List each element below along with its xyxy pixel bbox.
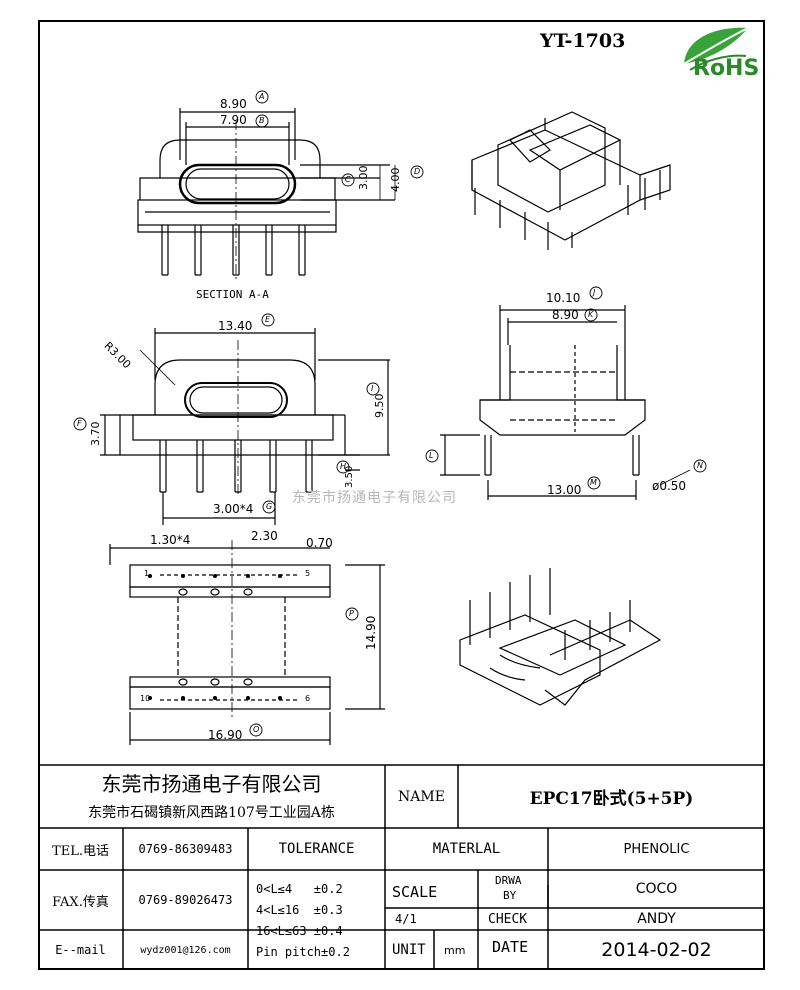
callout-i: I <box>371 384 374 393</box>
company-name: 东莞市扬通电子有限公司 <box>101 771 322 796</box>
email-label: E--mail <box>55 943 106 957</box>
check-value: ANDY <box>637 911 676 927</box>
tel-label: TEL.电话 <box>52 843 109 859</box>
unit-value: mm <box>444 944 466 957</box>
dim-3-00x4: 3.00*4 <box>213 502 254 516</box>
scale-value: 4/1 <box>395 912 417 926</box>
rohs-leaf-icon <box>683 27 749 71</box>
title-block-lines <box>38 764 765 970</box>
callout-g: G <box>266 502 273 511</box>
callout-c: C <box>345 175 351 184</box>
pin-label-6: 6 <box>305 694 311 703</box>
drawn-label-1: DRWA <box>495 874 522 887</box>
name-label: NAME <box>398 788 445 805</box>
part-number: YT-1703 <box>540 30 626 52</box>
dim-9-50: 9.50 <box>373 393 386 419</box>
callout-e: E <box>265 315 271 324</box>
tel-value: 0769-86309483 <box>138 842 233 856</box>
callout-p: P <box>349 609 354 618</box>
material-label: MATERLAL <box>432 841 501 857</box>
dim-8-90b: 8.90 <box>552 308 579 322</box>
bottom-view <box>109 540 385 745</box>
name-value: EPC17卧式(5+5P) <box>529 789 694 809</box>
iso-view-top <box>471 111 671 250</box>
dim-4-00: 4.00 <box>389 167 402 193</box>
dim-0-70: 0.70 <box>306 536 333 550</box>
dim-13-40: 13.40 <box>218 319 253 333</box>
material-value: PHENOLIC <box>623 841 690 857</box>
drawn-label-2: BY <box>503 889 517 902</box>
callout-n: N <box>697 461 703 470</box>
check-label: CHECK <box>488 912 528 927</box>
dim-0-50: ø0.50 <box>652 479 687 493</box>
section-label: SECTION A-A <box>196 288 269 301</box>
callout-l: L <box>429 451 434 460</box>
company-address: 东莞市石碣镇新风西路107号工业园A栋 <box>88 805 335 821</box>
dim-3-00: 3.00 <box>357 165 370 191</box>
iso-view-bottom <box>459 568 662 706</box>
callout-h: H <box>340 462 347 471</box>
dim-7-90: 7.90 <box>220 113 247 127</box>
drawn-value: COCO <box>635 881 678 897</box>
dim-2-30: 2.30 <box>251 529 278 543</box>
dim-8-90: 8.90 <box>220 97 247 111</box>
fax-value: 0769-89026473 <box>138 893 233 907</box>
dim-16-90: 16.90 <box>208 728 243 742</box>
callout-m: M <box>590 478 597 487</box>
callout-d: D <box>414 167 421 176</box>
pin-label-5: 5 <box>305 569 311 578</box>
front-view <box>100 328 390 525</box>
pin-label-1: 1 <box>144 569 150 578</box>
callout-a: A <box>259 92 265 101</box>
dim-10-10: 10.10 <box>546 291 581 305</box>
callout-b: B <box>259 116 265 125</box>
date-value: 2014-02-02 <box>601 939 712 961</box>
section-a-a-view <box>137 108 396 280</box>
pin-label-10: 10 <box>140 694 151 703</box>
drawing-frame <box>38 20 765 970</box>
rohs-label: RoHS <box>693 56 760 81</box>
tolerance-line-1: 0<L≤4 ±0.2 <box>256 882 343 896</box>
fax-label: FAX.传真 <box>52 894 109 910</box>
watermark: 东莞市扬通电子有限公司 <box>292 490 457 506</box>
tolerance-label: TOLERANCE <box>278 841 355 857</box>
dim-3-70: 3.70 <box>89 421 102 447</box>
dim-14-90: 14.90 <box>364 615 378 650</box>
email-value: wydz001@126.com <box>140 944 231 956</box>
callout-f: F <box>77 419 82 428</box>
scale-label: SCALE <box>392 883 438 901</box>
tolerance-line-3: 16<L≤63 ±0.4 <box>256 924 343 938</box>
tolerance-line-4: Pin pitch±0.2 <box>256 945 350 959</box>
unit-label: UNIT <box>392 942 426 958</box>
side-view <box>440 305 691 500</box>
dim-13-00: 13.00 <box>547 483 582 497</box>
callout-o: O <box>253 725 260 734</box>
dim-1-30x4: 1.30*4 <box>150 533 191 547</box>
dim-3-50: 3.50 <box>344 465 355 488</box>
tolerance-line-2: 4<L≤16 ±0.3 <box>256 903 343 917</box>
date-label: DATE <box>492 938 529 956</box>
callout-k: K <box>588 310 594 319</box>
callout-j: J <box>593 288 596 297</box>
